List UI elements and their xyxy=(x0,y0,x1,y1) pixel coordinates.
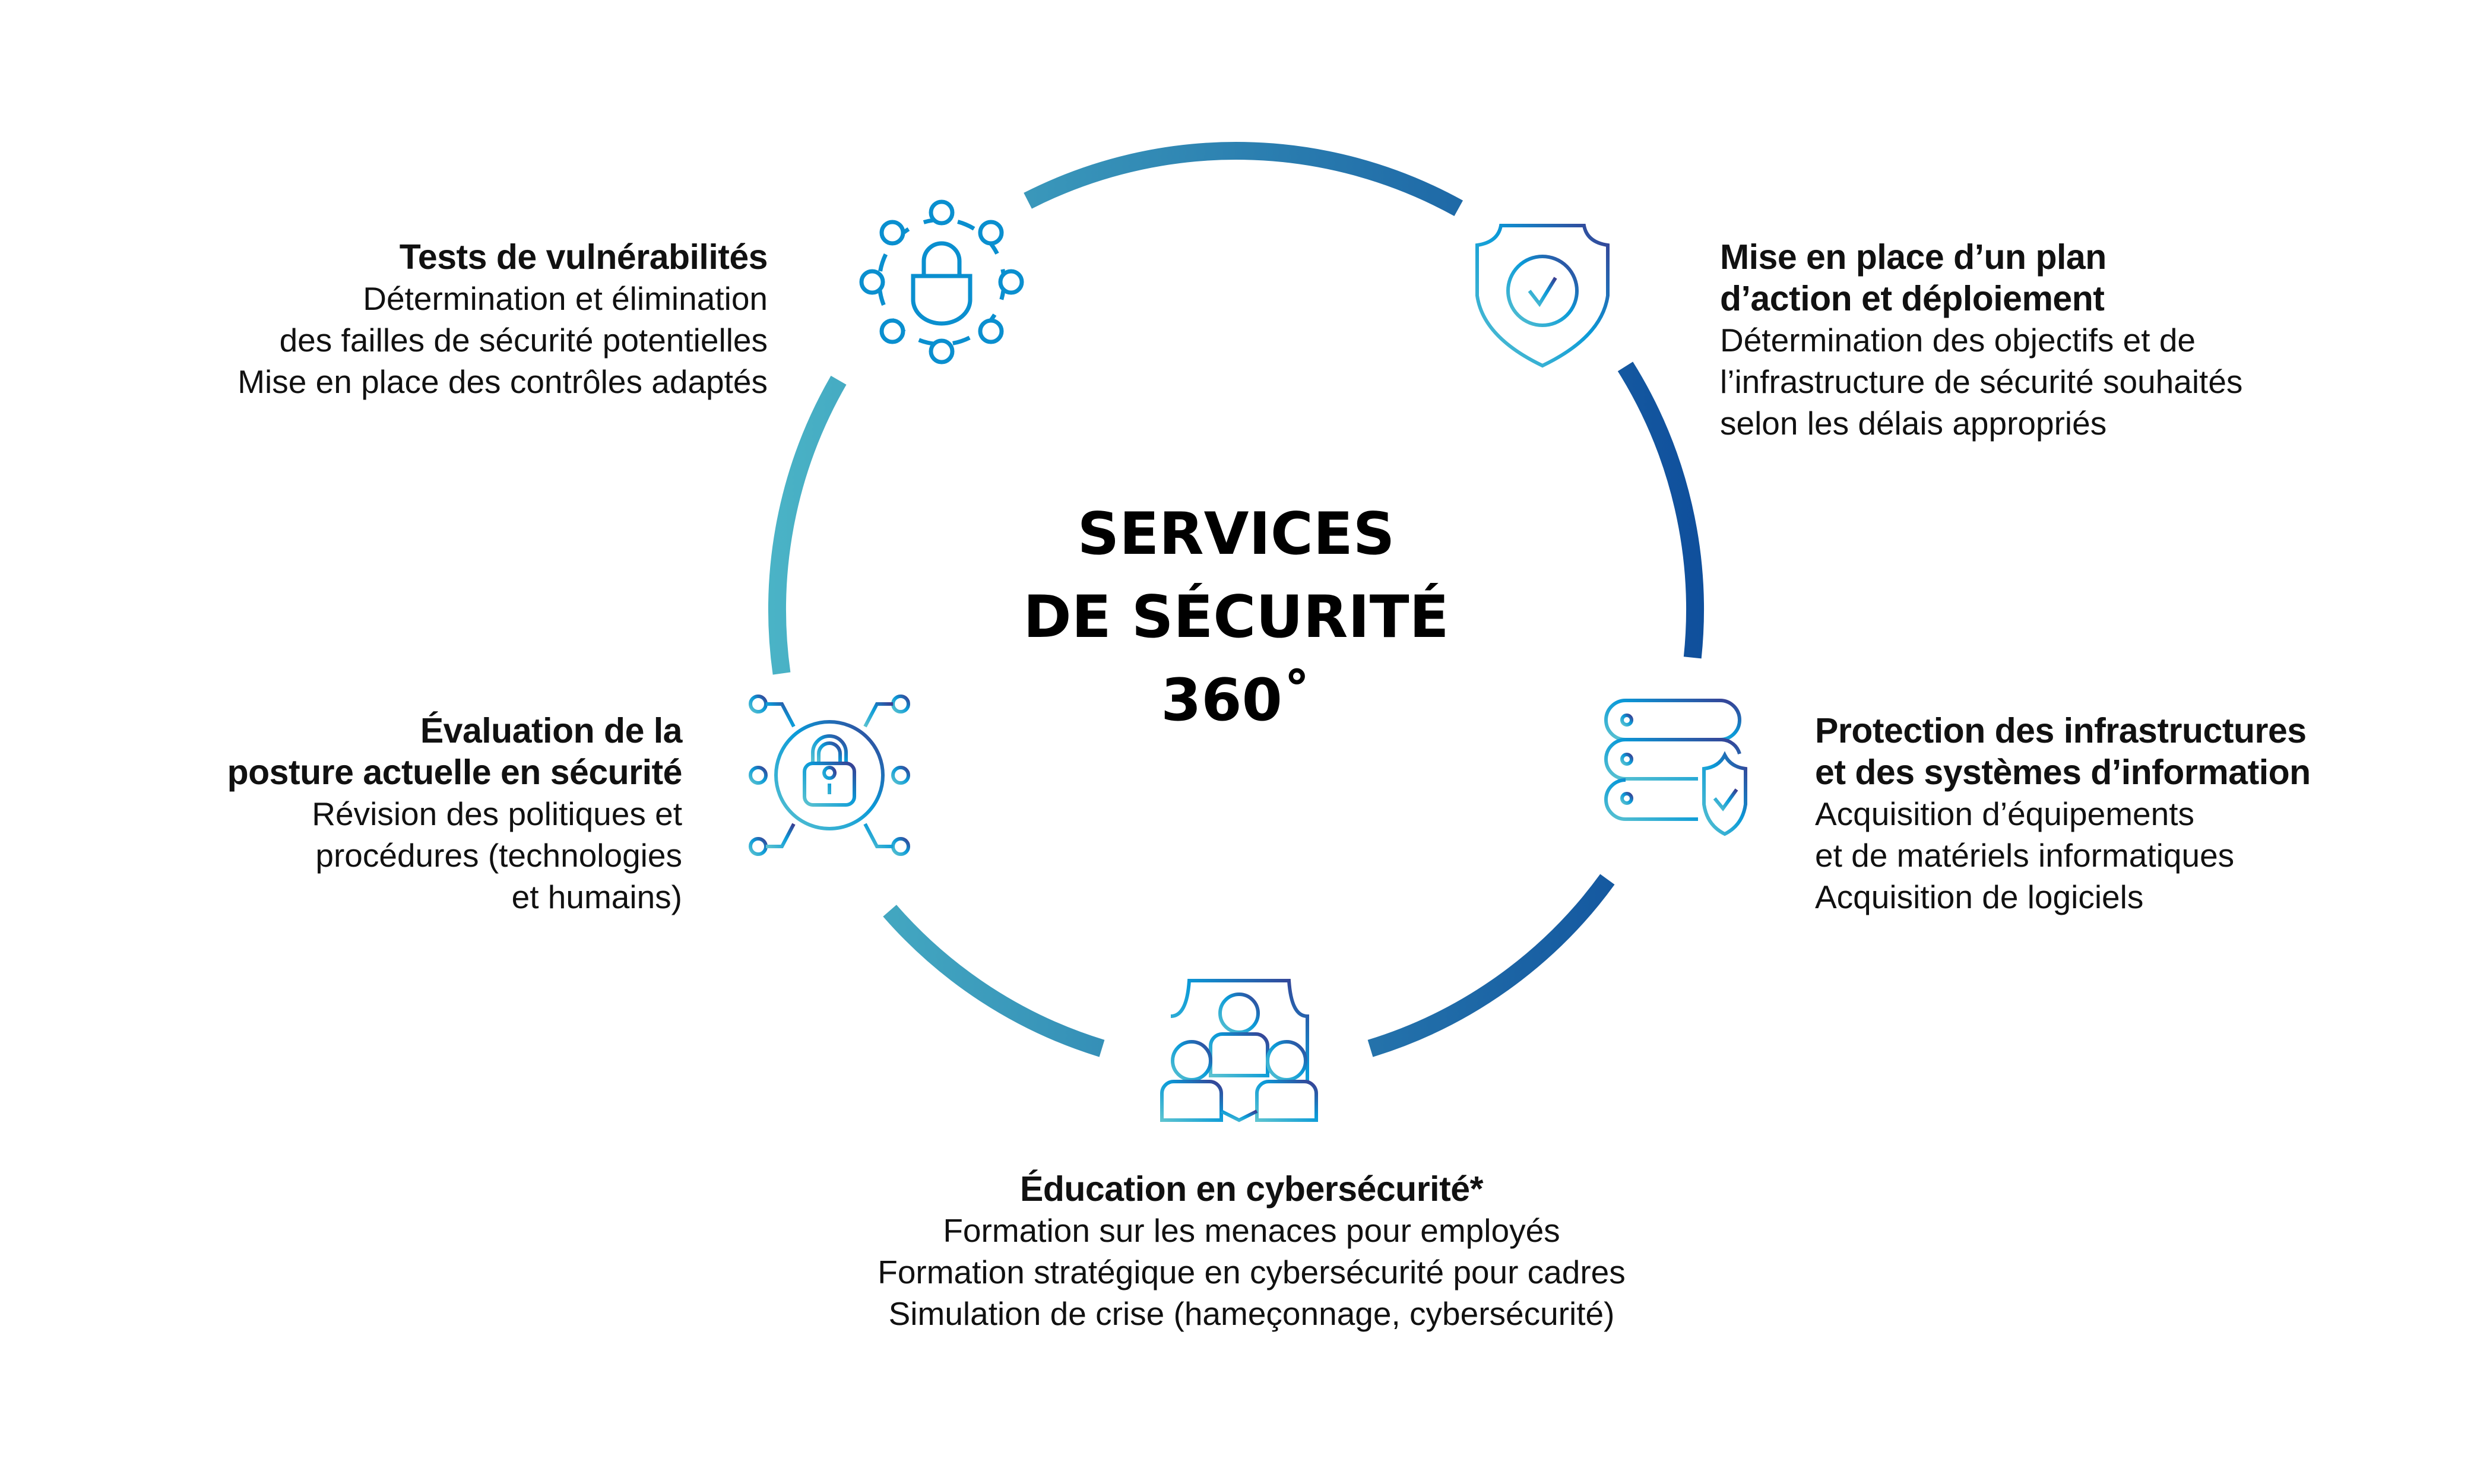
section-action-plan: Mise en place d’un plan d’action et dépl… xyxy=(1720,236,2242,444)
center-title-line: 360˚ xyxy=(1161,667,1312,734)
section-line: Détermination et élimination xyxy=(363,280,768,317)
section-line: selon les délais appropriés xyxy=(1720,405,2107,442)
section-title: d’action et déploiement xyxy=(1720,279,2105,318)
center-title: SERVICES DE SÉCURITÉ 360˚ xyxy=(939,493,1533,742)
section-title: Éducation en cybersécurité* xyxy=(1019,1169,1484,1209)
section-line: Formation sur les menaces pour employés xyxy=(943,1212,1560,1249)
ring-arc xyxy=(1024,142,1464,217)
section-line: Simulation de crise (hameçonnage, cybers… xyxy=(888,1295,1615,1332)
circuit-lock-icon xyxy=(749,695,910,856)
section-title: Évaluation de la xyxy=(420,711,683,750)
ring-arcs xyxy=(768,142,1704,1057)
section-posture-evaluation: Évaluation de la posture actuelle en séc… xyxy=(227,710,683,918)
section-title: et des systèmes d’information xyxy=(1815,753,2311,792)
section-title: Protection des infrastructures xyxy=(1815,711,2307,750)
section-title: Mise en place d’un plan xyxy=(1720,237,2106,277)
center-title-line: DE SÉCURITÉ xyxy=(1023,584,1449,651)
shield-check-icon xyxy=(1475,224,1610,368)
section-vulnerability-tests: Tests de vulnérabilités Détermination et… xyxy=(237,236,768,402)
section-line: Mise en place des contrôles adaptés xyxy=(237,363,768,400)
section-cybersecurity-education: Éducation en cybersécurité* Formation su… xyxy=(717,1168,1786,1334)
section-line: Acquisition d’équipements xyxy=(1815,795,2194,832)
section-line: Acquisition de logiciels xyxy=(1815,879,2144,915)
ring-arc xyxy=(1367,874,1615,1057)
section-line: procédures (technologies xyxy=(315,837,682,874)
section-line: l’infrastructure de sécurité souhaités xyxy=(1720,363,2243,400)
section-line: et humains) xyxy=(511,879,682,915)
section-title: Tests de vulnérabilités xyxy=(399,237,768,277)
server-shield-icon xyxy=(1604,699,1747,836)
section-title: posture actuelle en sécurité xyxy=(227,753,683,792)
section-line: et de matériels informatiques xyxy=(1815,837,2235,874)
section-line: Détermination des objectifs et de xyxy=(1720,322,2196,359)
ring-arc xyxy=(883,905,1105,1057)
people-shield-icon xyxy=(1160,979,1318,1122)
section-line: Révision des politiques et xyxy=(312,795,682,832)
section-line: des failles de sécurité potentielles xyxy=(279,322,768,359)
padlock-network-icon xyxy=(859,199,1024,364)
center-title-line: SERVICES xyxy=(1077,500,1395,568)
section-infrastructure-protection: Protection des infrastructures et des sy… xyxy=(1815,710,2311,918)
ring-arc xyxy=(1617,362,1704,659)
section-line: Formation stratégique en cybersécurité p… xyxy=(878,1254,1626,1290)
ring-arc xyxy=(768,376,847,675)
